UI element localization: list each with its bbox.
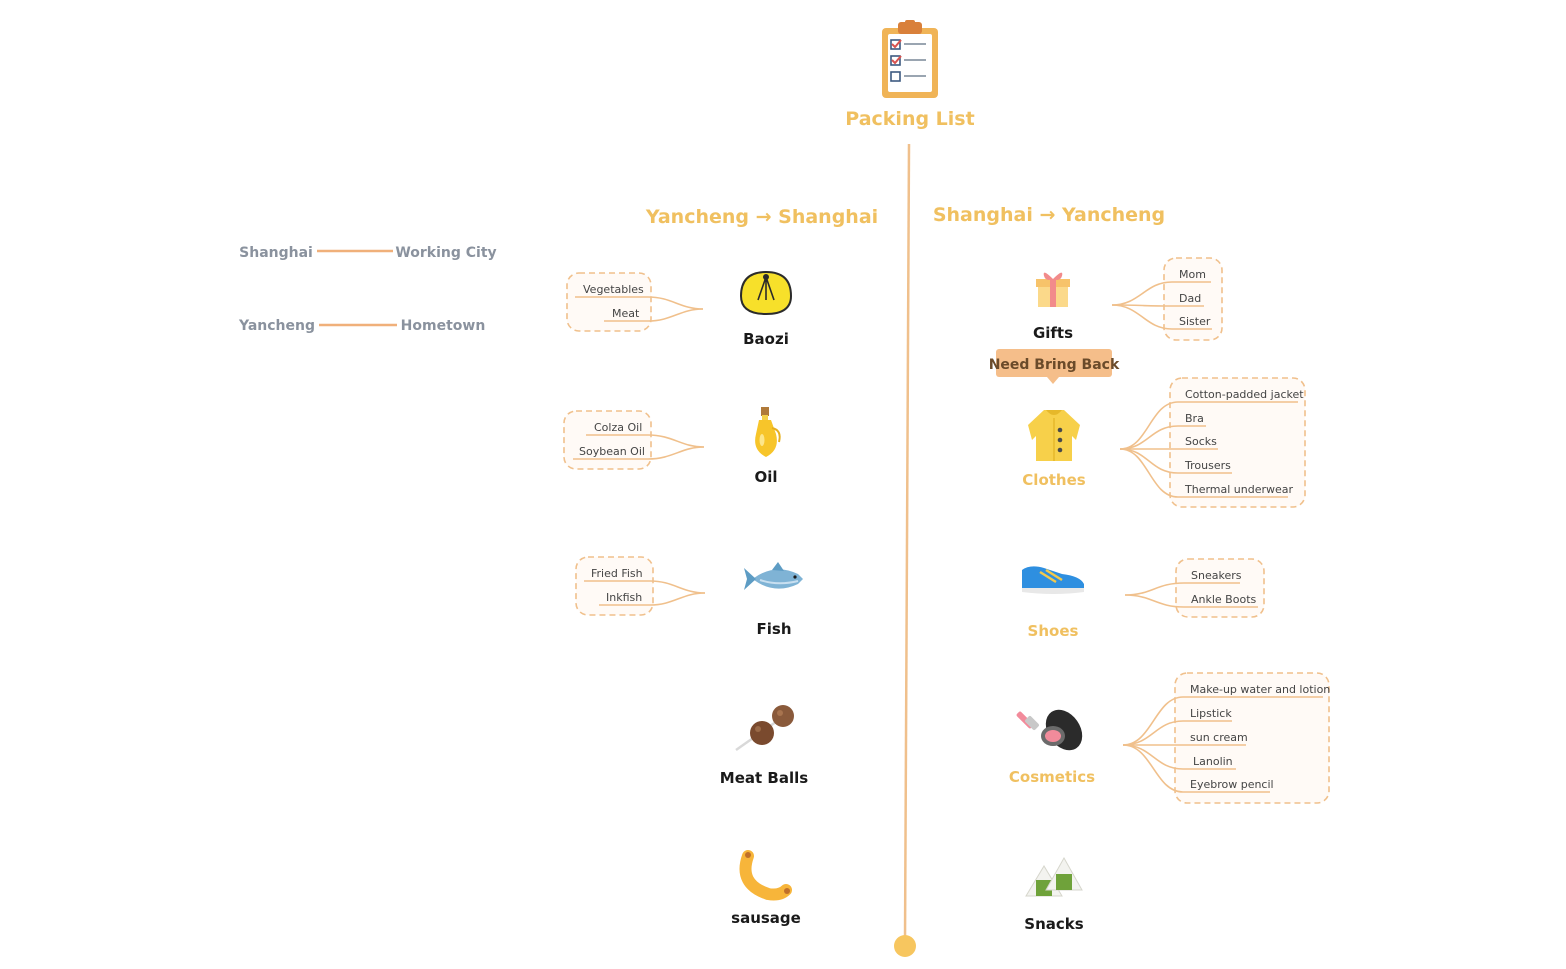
clothes-items-box	[1169, 377, 1306, 508]
connector	[649, 580, 706, 594]
item-vegetables[interactable]: Vegetables	[583, 283, 644, 296]
item-eyebrow-pencil[interactable]: Eyebrow pencil	[1190, 778, 1274, 791]
topic-label-fish: Fish	[757, 620, 792, 638]
connector	[1122, 720, 1184, 746]
topic-label-cosmetics: Cosmetics	[1009, 768, 1095, 786]
topic-oil[interactable]: Oil	[754, 407, 781, 486]
item-meat[interactable]: Meat	[612, 307, 640, 320]
topic-clothes[interactable]: Clothes	[1022, 410, 1086, 489]
connector	[647, 296, 704, 310]
item-ankle-boots[interactable]: Ankle Boots	[1191, 593, 1257, 606]
topic-snacks[interactable]: Snacks	[1024, 856, 1084, 933]
item-lanolin[interactable]: Lanolin	[1193, 755, 1233, 768]
topic-label-baozi: Baozi	[743, 330, 789, 348]
connector	[1122, 744, 1184, 793]
item-dad[interactable]: Dad	[1179, 292, 1201, 305]
item-fried-fish[interactable]: Fried Fish	[591, 567, 643, 580]
connector	[1122, 744, 1184, 770]
topic-label-gifts: Gifts	[1033, 324, 1073, 342]
item-make-up-water-and-lotion[interactable]: Make-up water and lotion	[1190, 683, 1330, 696]
coat-icon	[1028, 410, 1080, 461]
callout-text: Need Bring Back	[989, 357, 1120, 373]
fish-items-box	[575, 556, 654, 616]
topic-label-meat-balls: Meat Balls	[720, 769, 808, 787]
item-trousers[interactable]: Trousers	[1184, 459, 1231, 472]
oil-bottle-icon	[755, 407, 781, 457]
rice-ball-icon	[1025, 856, 1083, 897]
item-lipstick[interactable]: Lipstick	[1190, 707, 1232, 720]
item-sun-cream[interactable]: sun cream	[1190, 731, 1248, 744]
legend-right-working-city[interactable]: Working City	[395, 245, 496, 261]
item-thermal-underwear[interactable]: Thermal underwear	[1184, 483, 1294, 496]
topic-label-snacks: Snacks	[1024, 915, 1083, 933]
topic-gifts[interactable]: Gifts	[1033, 272, 1073, 342]
topic-label-oil: Oil	[754, 468, 777, 486]
item-mom[interactable]: Mom	[1179, 268, 1206, 281]
cosmetics-items-box	[1174, 672, 1330, 804]
topic-label-shoes: Shoes	[1028, 622, 1079, 640]
item-inkfish[interactable]: Inkfish	[606, 591, 642, 604]
oil-items-box	[563, 410, 652, 470]
connector	[1111, 304, 1173, 330]
need-bring-back-callout[interactable]: Need Bring Back	[989, 349, 1120, 384]
shoes-items-box	[1175, 558, 1265, 618]
spine-end-dot	[894, 935, 916, 957]
connector	[649, 592, 706, 606]
item-soybean-oil[interactable]: Soybean Oil	[579, 445, 645, 458]
legend-right-hometown[interactable]: Hometown	[401, 318, 486, 334]
central-spine	[903, 143, 911, 941]
right-branch-title[interactable]: Shanghai → Yancheng	[933, 204, 1165, 226]
connector	[1119, 448, 1179, 498]
topic-label-sausage: sausage	[731, 909, 801, 927]
connector	[647, 434, 705, 448]
topic-label-clothes: Clothes	[1022, 471, 1085, 489]
cosmetics-icon	[1016, 709, 1083, 751]
topic-shoes[interactable]: Shoes	[1022, 566, 1084, 640]
topic-sausage[interactable]: sausage	[731, 850, 801, 927]
item-cotton-padded-jacket[interactable]: Cotton-padded jacket	[1185, 388, 1304, 401]
topic-cosmetics[interactable]: Cosmetics	[1009, 703, 1095, 786]
baozi-items-box	[566, 272, 652, 332]
connector	[647, 308, 704, 322]
item-sister[interactable]: Sister	[1179, 315, 1211, 328]
gifts-items-box	[1163, 257, 1223, 341]
topic-baozi[interactable]: Baozi	[739, 270, 793, 348]
sneaker-icon	[1022, 566, 1084, 594]
legend: Shanghai Working City Yancheng Hometown	[238, 245, 497, 334]
legend-left-yancheng[interactable]: Yancheng	[238, 318, 315, 334]
legend-left-shanghai[interactable]: Shanghai	[239, 245, 313, 261]
gift-icon	[1036, 272, 1070, 307]
page-title: Packing List	[845, 108, 974, 130]
baozi-icon	[739, 270, 793, 316]
connector	[1119, 401, 1179, 450]
connector	[647, 446, 705, 460]
topic-meat-balls[interactable]: Meat Balls	[720, 705, 808, 787]
connector	[1111, 281, 1173, 306]
item-sneakers[interactable]: Sneakers	[1191, 569, 1242, 582]
connector	[1124, 594, 1185, 608]
item-bra[interactable]: Bra	[1185, 412, 1204, 425]
item-colza-oil[interactable]: Colza Oil	[594, 421, 642, 434]
connector	[1122, 696, 1184, 746]
clipboard-checklist-icon	[882, 20, 938, 98]
left-branch-title[interactable]: Yancheng → Shanghai	[645, 206, 878, 228]
connector	[1124, 582, 1185, 596]
topic-fish[interactable]: Fish	[744, 562, 803, 638]
fish-icon	[744, 562, 803, 590]
sausage-icon	[739, 850, 792, 901]
item-socks[interactable]: Socks	[1185, 435, 1217, 448]
meatballs-icon	[735, 705, 794, 752]
